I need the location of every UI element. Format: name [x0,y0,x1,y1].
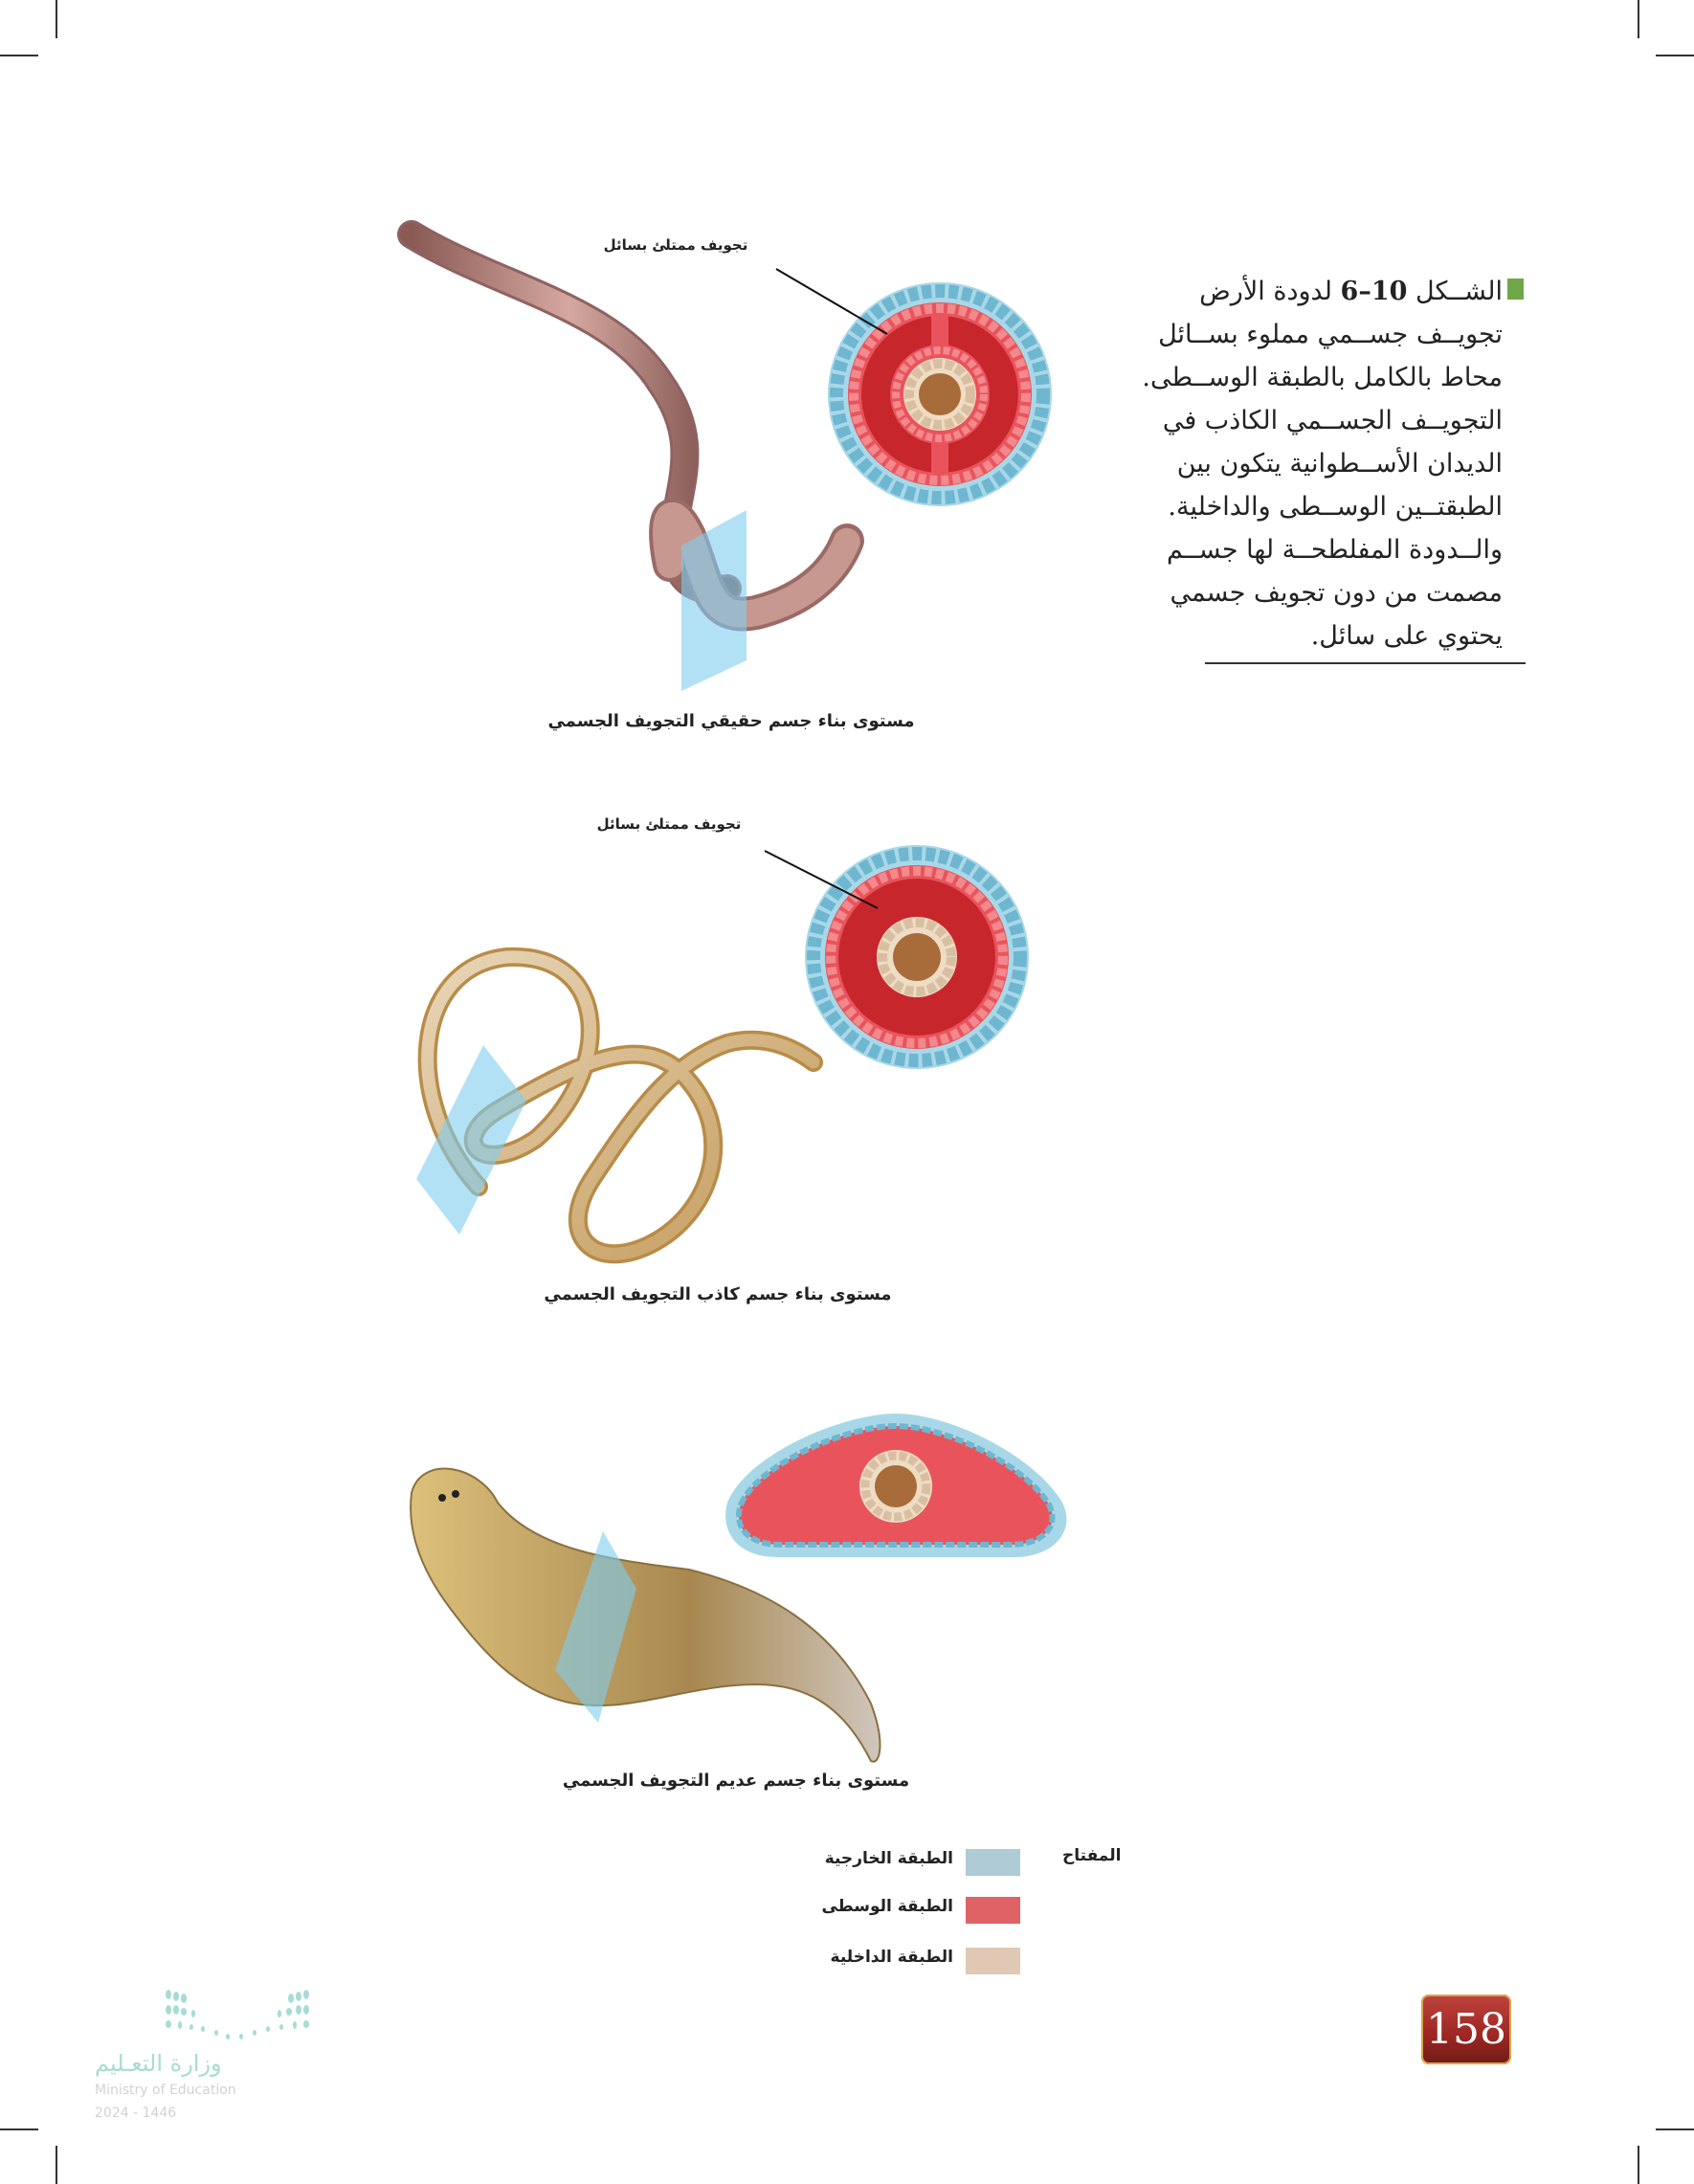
figure-caption: الشــكل 6–10 لدودة الأرض تجويــف جســمي … [1142,270,1503,657]
ministry-logo-icon [166,1990,309,2039]
legend-label: الطبقة الوسطى [821,1897,953,1916]
section-plane [416,1045,526,1235]
leader-line [764,850,879,909]
leader-line [775,268,888,335]
caption-line: محاط بالكامل بالطبقة الوســطى. [1142,363,1503,392]
figure-title: مستوى بناء جسم كاذب التجويف الجسمي [544,1284,892,1304]
crop-mark [0,55,38,56]
crop-mark [1656,55,1694,56]
crop-mark [56,2146,57,2184]
flatworm-illustration [410,1467,881,1763]
caption-line: الديدان الأســطوانية يتكون بين [1176,449,1503,479]
caption-rule [1205,662,1526,664]
edition-year: 2024 - 1446 [95,2106,177,2121]
roundworm-illustration [417,947,823,1264]
crop-mark [1638,2146,1639,2184]
figure-title: مستوى بناء جسم حقيقي التجويف الجسمي [547,711,915,731]
ministry-name-english: Ministry of Education [95,2083,236,2098]
legend-swatch-mesoderm [966,1897,1020,1924]
caption-marker-icon [1507,279,1524,300]
legend-label: الطبقة الداخلية [830,1948,953,1967]
section-plane [681,510,747,691]
crop-mark [0,2128,38,2130]
legend-label: الطبقة الخارجية [824,1849,953,1868]
figure-number: 6–10 [1340,277,1408,306]
caption-line: مصمت من دون تجويف جسمي [1170,578,1503,608]
caption-line: يحتوي على سائل. [1310,621,1503,651]
legend-swatch-ectoderm [966,1849,1020,1876]
figure-label: الشــكل [1415,277,1503,306]
crop-mark [1656,2128,1694,2130]
figure-title: مستوى بناء جسم عديم التجويف الجسمي [562,1771,910,1791]
caption-line: لدودة الأرض [1199,277,1332,306]
crop-mark [56,0,57,38]
caption-line: والــدودة المفلطحــة لها جســم [1167,535,1503,565]
ministry-name-arabic: وزارة التعـليم [95,2050,222,2077]
legend-key-label: المفتاح [1062,1846,1122,1865]
pseudocoelomate-cross-section [805,845,1029,1069]
acoelomate-cross-section [725,1414,1067,1557]
earthworm-illustration [397,220,864,632]
caption-line: التجويــف الجســمي الكاذب في [1162,406,1503,435]
section-plane [555,1531,636,1723]
page-number: 158 [1421,1995,1511,2064]
crop-mark [1638,0,1639,38]
cavity-label: تجويف ممتلئ بسائل [596,815,742,833]
caption-line: تجويــف جســمي مملوء بســائل [1158,320,1503,349]
caption-line: الطبقتــين الوســطى والداخلية. [1168,492,1503,522]
cavity-label: تجويف ممتلئ بسائل [603,236,748,254]
legend-swatch-endoderm [966,1948,1020,1974]
coelomate-cross-section [828,282,1052,506]
